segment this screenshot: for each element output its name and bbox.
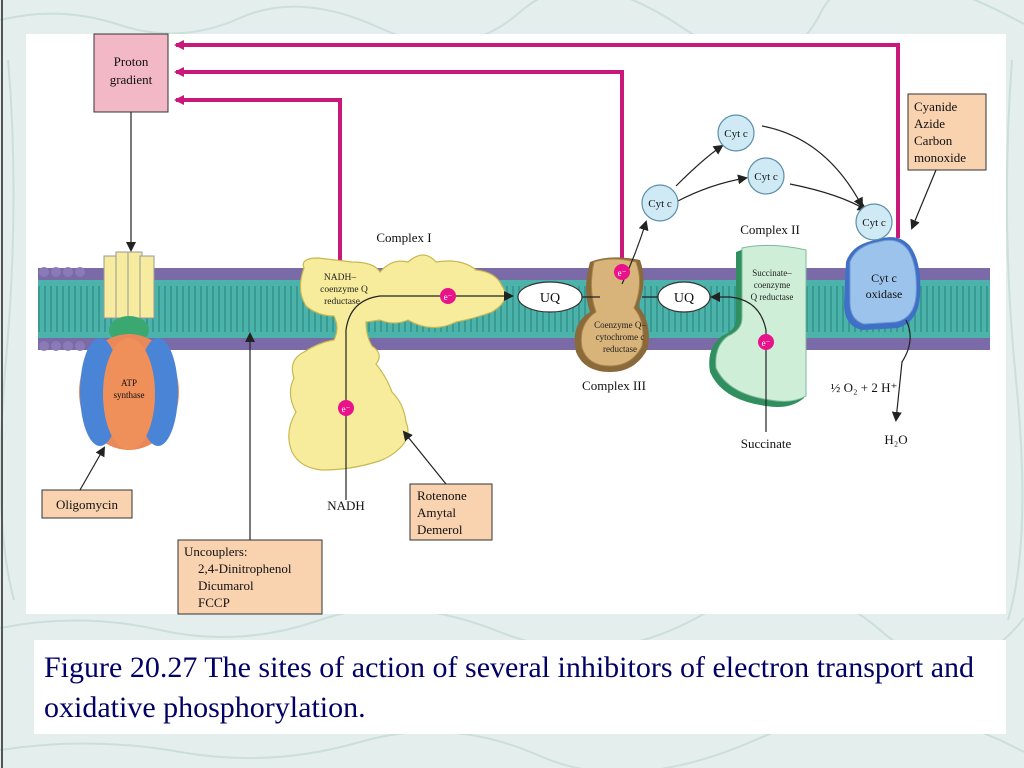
caption-box: Figure 20.27 The sites of action of seve… (34, 640, 1006, 734)
complex-i-title: Complex I (376, 230, 431, 245)
succinate-label: Succinate (741, 436, 792, 451)
uq-label-1: UQ (540, 291, 560, 306)
cyt-c-2: Cyt c (747, 157, 785, 195)
water-label: H₂O (884, 432, 907, 447)
complex-iii: Complex III Coenzyme Q– cytochrome c red… (574, 257, 649, 393)
nadh-reductase-line1: NADH– (324, 273, 356, 283)
complex-ii-title: Complex II (740, 222, 800, 237)
cyt-c-label-3: Cyt c (648, 198, 672, 210)
cyanide-label: Cyanide (914, 99, 958, 114)
uncouplers-box: Uncouplers: 2,4-Dinitrophenol Dicumarol … (177, 539, 323, 615)
electron-label-2: e⁻ (342, 404, 351, 414)
cyt-c-3: Cyt c (641, 184, 679, 222)
proton-gradient-label-line2: gradient (110, 72, 153, 87)
monoxide-label: monoxide (914, 150, 966, 165)
electron-1: e⁻ (440, 288, 456, 304)
coq-cytc-reductase-line2: cytochrome c (596, 332, 645, 342)
amytal-label: Amytal (417, 505, 456, 520)
uq-label-2: UQ (674, 291, 694, 306)
fccp-label: FCCP (198, 595, 230, 610)
complex-iii-title: Complex III (582, 378, 646, 393)
cyanide-arrow (910, 169, 937, 230)
electron-label-1: e⁻ (444, 292, 453, 302)
rotenone-arrow (402, 430, 447, 485)
uncouplers-title: Uncouplers: (184, 544, 248, 559)
membrane (38, 267, 990, 351)
azide-label: Azide (914, 116, 945, 131)
cyt-c-label-4: Cyt c (862, 217, 886, 229)
cyt-c-4: Cyt c (855, 203, 893, 241)
ubiquinone-2: UQ (657, 281, 711, 313)
atp-synthase-label-line2: synthase (114, 390, 145, 400)
coq-cytc-reductase-line1: Coenzyme Q– (594, 320, 646, 330)
complex-i: Complex I NADH– coenzyme Q reductase (288, 230, 506, 471)
electron-label-3: e⁻ (618, 268, 627, 278)
electron-flow (345, 125, 911, 500)
demerol-label: Demerol (417, 522, 463, 537)
electron-2: e⁻ (338, 400, 354, 416)
nadh-reductase-line3: reductase (324, 297, 360, 307)
oligomycin-arrow (79, 446, 105, 491)
dinitrophenol-label: 2,4-Dinitrophenol (198, 561, 292, 576)
proton-gradient-box: Proton gradient (93, 33, 169, 113)
nadh-label: NADH (327, 498, 365, 513)
atp-synthase-label-line1: ATP (121, 378, 137, 388)
cyt-c-oxidase: Cyt c oxidase (844, 237, 921, 330)
electron-label-4: e⁻ (762, 338, 771, 348)
cyt-c-1: Cyt c (717, 114, 755, 152)
atp-synthase: ATP synthase (79, 251, 179, 450)
cyt-oxidase-label-line2: oxidase (866, 287, 903, 301)
oxygen-reaction-label: ½ O₂ + 2 H⁺ (831, 380, 898, 395)
succinate-reductase-line3: Q reductase (751, 292, 794, 302)
cyt-oxidase-label-line1: Cyt c (871, 271, 897, 285)
succinate-reductase-line1: Succinate– (752, 268, 792, 278)
carbon-label: Carbon (914, 133, 953, 148)
figure-caption: Figure 20.27 The sites of action of seve… (44, 651, 975, 724)
coq-cytc-reductase-line3: reductase (603, 344, 637, 354)
cyt-c-label-1: Cyt c (724, 128, 748, 140)
dicumarol-label: Dicumarol (198, 578, 254, 593)
proton-pump-arrows (174, 40, 900, 270)
cyanide-inhibitor-box: Cyanide Azide Carbon monoxide (907, 93, 987, 171)
ubiquinone-1: UQ (517, 281, 583, 313)
proton-gradient-label-line1: Proton (114, 54, 149, 69)
rotenone-inhibitor-box: Rotenone Amytal Demerol (409, 483, 493, 541)
cyt-c-label-2: Cyt c (754, 171, 778, 183)
rotenone-label: Rotenone (417, 488, 467, 503)
electron-4: e⁻ (758, 334, 774, 350)
complex-ii: Complex II Succinate– coenzyme Q reducta… (709, 222, 807, 407)
oligomycin-inhibitor-box: Oligomycin (41, 489, 133, 519)
electron-3: e⁻ (614, 264, 630, 280)
oligomycin-label: Oligomycin (56, 497, 119, 512)
nadh-reductase-line2: coenzyme Q (320, 285, 368, 295)
succinate-reductase-line2: coenzyme (754, 280, 790, 290)
